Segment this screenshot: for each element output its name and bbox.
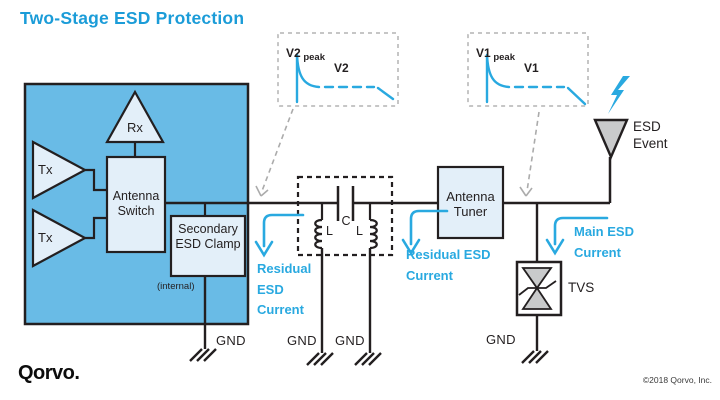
- internal-wires: [85, 142, 207, 240]
- main-esd-current-label: Main ESD Current: [574, 224, 634, 260]
- internal-note: (internal): [157, 281, 195, 292]
- ground-wires: [203, 248, 539, 353]
- v1-pointer-arrow: [519, 111, 540, 197]
- tvs-triangle-bottom: [521, 286, 553, 310]
- tx-amplifier-top-icon: [31, 140, 88, 200]
- v2-peak-sub: peak: [300, 52, 325, 63]
- tx-amplifier-bottom-icon: [31, 208, 88, 268]
- antenna-tuner-label: Antenna Tuner: [446, 189, 495, 220]
- v1-peak-sub: peak: [490, 52, 515, 63]
- qorvo-logo: Qorvo.: [18, 362, 80, 384]
- secondary-esd-clamp-block: [169, 214, 247, 278]
- antenna-switch-block: [105, 155, 167, 254]
- tx-top-label: Tx: [38, 162, 53, 177]
- ground-icon-tvs: [521, 350, 549, 364]
- tvs-label: TVS: [568, 280, 595, 295]
- v1-peak-main: V1: [476, 46, 491, 60]
- v2-tail-label: V2: [334, 61, 349, 75]
- capacitor-label: C: [341, 214, 351, 228]
- tvs-triangle-top: [521, 267, 553, 290]
- ground-icon-clamp: [189, 348, 217, 362]
- inductor-right-label: L: [356, 224, 363, 238]
- lightning-bolt-icon: [608, 76, 630, 114]
- page-title: Two-Stage ESD Protection: [20, 8, 245, 28]
- gnd-label-tvs: GND: [486, 332, 516, 347]
- capacitor-icon: [336, 186, 355, 221]
- ground-icon-inductor-right: [354, 352, 382, 366]
- v1-peak-label: V1 peak: [476, 44, 515, 63]
- v2-pointer-arrow: [255, 108, 294, 197]
- inductor-left-label: L: [326, 224, 333, 238]
- inductor-left-icon: [314, 218, 323, 250]
- residual-esd-current-label-left: Residual ESD Current: [257, 261, 312, 318]
- v2-peak-label: V2 peak: [286, 44, 325, 63]
- v1-tail-label: V1: [524, 61, 539, 75]
- copyright-text: ©2018 Qorvo, Inc.: [642, 375, 712, 385]
- main-current-arrow: [545, 216, 609, 256]
- tvs-zener-line: [518, 280, 557, 296]
- lc-network-dashed-box: [296, 175, 394, 257]
- secondary-esd-clamp-label: Secondary ESD Clamp: [175, 222, 241, 251]
- ground-icon-inductor-left: [306, 352, 334, 366]
- rx-label: Rx: [127, 120, 143, 135]
- antenna-switch-label: Antenna Switch: [112, 189, 160, 218]
- antenna-tuner-block: [436, 165, 505, 240]
- gnd-label-inductor-left: GND: [287, 333, 317, 348]
- rx-amplifier-icon: [105, 89, 165, 144]
- antenna-icon: [593, 118, 629, 161]
- esd-event-label: ESD Event: [633, 119, 668, 151]
- residual-current-arrow-right: [401, 209, 449, 256]
- lc-branch-wires: [320, 203, 372, 220]
- v2-peak-main: V2: [286, 46, 301, 60]
- residual-current-arrow-left: [254, 213, 305, 258]
- v1-waveform: [485, 53, 587, 106]
- v2-waveform: [295, 53, 395, 104]
- gnd-label-clamp: GND: [216, 333, 246, 348]
- gnd-label-inductor-right: GND: [335, 333, 365, 348]
- residual-esd-current-label-right: Residual ESD Current: [406, 247, 491, 283]
- inductor-right-icon: [369, 218, 378, 250]
- tx-bottom-label: Tx: [38, 230, 53, 245]
